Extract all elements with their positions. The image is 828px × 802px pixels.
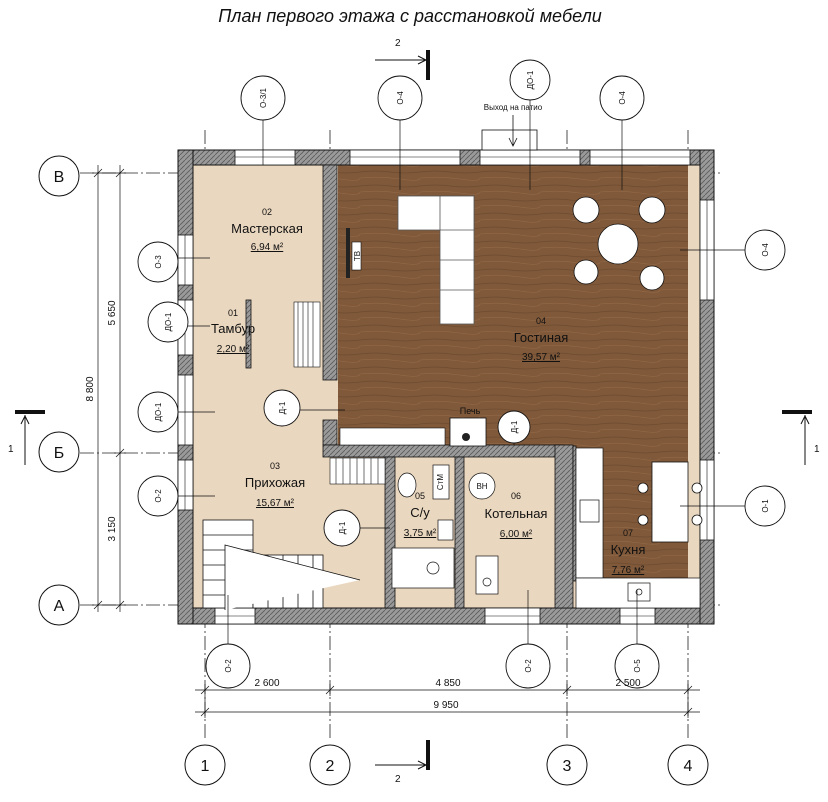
exit-label: Выход на патио (484, 103, 543, 112)
dim-bottom-0: 2 600 (254, 678, 279, 689)
tag-window-12: О-5 (633, 659, 642, 673)
room-num-07: 07 (623, 528, 633, 538)
room-num-06: 06 (511, 491, 521, 501)
interior-walls (245, 164, 577, 609)
tag-window-10: О-2 (224, 659, 233, 673)
dining-set (572, 196, 666, 291)
room-num-04: 04 (536, 316, 546, 326)
dim-left-upper: 5 650 (107, 300, 118, 325)
dim-bottom-2: 2 500 (615, 678, 640, 689)
tag-window-6: ДО-1 (154, 402, 163, 421)
stove (449, 417, 487, 447)
tag-window-8: О-4 (761, 243, 770, 257)
boiler-label: ВН (476, 482, 487, 491)
dim-total: 9 950 (433, 700, 458, 711)
room-name-04: Гостиная (514, 330, 569, 345)
living-room-floor (338, 162, 688, 446)
tag-window-3: О-4 (618, 91, 627, 105)
section-mark-left (15, 410, 45, 465)
plan-title: План первого этажа с расстановкой мебели (218, 6, 602, 26)
room-area-07: 7,76 м² (612, 565, 645, 576)
staircase (202, 519, 361, 610)
kitchen-counter (575, 447, 701, 609)
section-mark-top (375, 50, 430, 80)
dimension-lines (92, 165, 700, 718)
axis-label-a: А (54, 598, 65, 615)
room-name-05: С/у (410, 505, 430, 520)
stove-dot (462, 433, 470, 441)
stove-label: Печь (460, 406, 481, 416)
hall-wardrobe (329, 457, 386, 485)
section-mark-bottom (375, 740, 430, 770)
tag-window-2: ДО-1 (526, 70, 535, 89)
tag-window-11: О-2 (524, 659, 533, 673)
tag-texts: О-3/1 О-4 ДО-1 О-4 О-3 ДО-1 ДО-1 О-2 О-4… (154, 70, 770, 673)
patio-step (481, 129, 538, 151)
room-name-02: Мастерская (231, 221, 303, 236)
room-area-03: 15,67 м² (256, 498, 295, 509)
room-name-07: Кухня (611, 542, 646, 557)
dim-left-total: 8 800 (85, 376, 96, 401)
boiler-fixtures (468, 472, 499, 595)
room-area-04: 39,57 м² (522, 352, 561, 363)
exit-arrow (508, 115, 518, 147)
tag-window-9: О-1 (761, 499, 770, 513)
tag-door-1: Д-1 (338, 521, 347, 534)
room-name-06: Котельная (485, 506, 548, 521)
section-label-right: 1 (814, 444, 820, 455)
tag-leaders (175, 100, 745, 645)
tv-label: ТВ (353, 251, 362, 261)
section-label-left: 1 (8, 444, 14, 455)
tv-box (351, 241, 362, 271)
kitchen-table (637, 461, 703, 543)
axis-label-v: В (54, 169, 65, 186)
tag-door-0: Д-1 (278, 401, 287, 414)
room-area-02: 6,94 м² (251, 242, 284, 253)
hearth (339, 427, 446, 446)
axis-label-2: 2 (326, 758, 335, 775)
room-num-01: 01 (228, 308, 238, 318)
room-num-02: 02 (262, 207, 272, 217)
axis-label-b: Б (54, 445, 65, 462)
sofa (397, 195, 475, 325)
axis-label-3: 3 (563, 758, 572, 775)
tag-window-7: О-2 (154, 489, 163, 503)
window-glass-lines (184, 156, 708, 617)
tambur-bench (293, 301, 321, 368)
axis-label-4: 4 (684, 758, 693, 775)
room-name-01: Тамбур (211, 321, 255, 336)
section-label-bottom: 2 (395, 774, 401, 785)
tag-circles (137, 59, 786, 689)
tv-stand (346, 228, 350, 278)
bathroom-fixtures (391, 464, 455, 589)
tag-window-1: О-4 (396, 91, 405, 105)
room-num-03: 03 (270, 461, 280, 471)
room-name-03: Прихожая (245, 475, 305, 490)
axis-bubbles (38, 155, 709, 786)
section-mark-right (782, 410, 812, 465)
room-num-05: 05 (415, 491, 425, 501)
dim-left-lower: 3 150 (107, 516, 118, 541)
tag-window-0: О-3/1 (259, 87, 268, 108)
washer-label: СтМ (436, 474, 445, 490)
room-area-05: 3,75 м² (404, 528, 437, 539)
section-label-top: 2 (395, 38, 401, 49)
dim-bottom-1: 4 850 (435, 678, 460, 689)
room-area-06: 6,00 м² (500, 529, 533, 540)
axis-label-1: 1 (201, 758, 210, 775)
tag-door-2: Д-1 (510, 420, 519, 433)
tag-window-5: ДО-1 (164, 312, 173, 331)
room-area-01: 2,20 м² (217, 344, 250, 355)
tag-window-4: О-3 (154, 255, 163, 269)
